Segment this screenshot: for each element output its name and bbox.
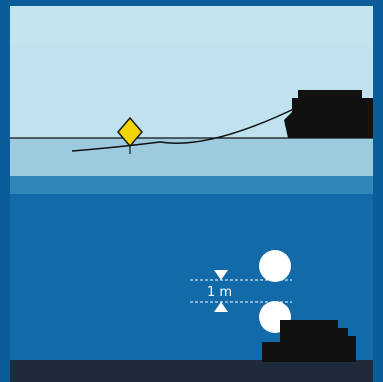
surface-band bbox=[10, 138, 373, 176]
bubble-upper bbox=[259, 250, 291, 282]
distance-label: 1 m bbox=[207, 285, 232, 300]
sky-highlight bbox=[10, 6, 373, 46]
water-upper bbox=[10, 176, 373, 194]
seabed bbox=[10, 360, 373, 382]
